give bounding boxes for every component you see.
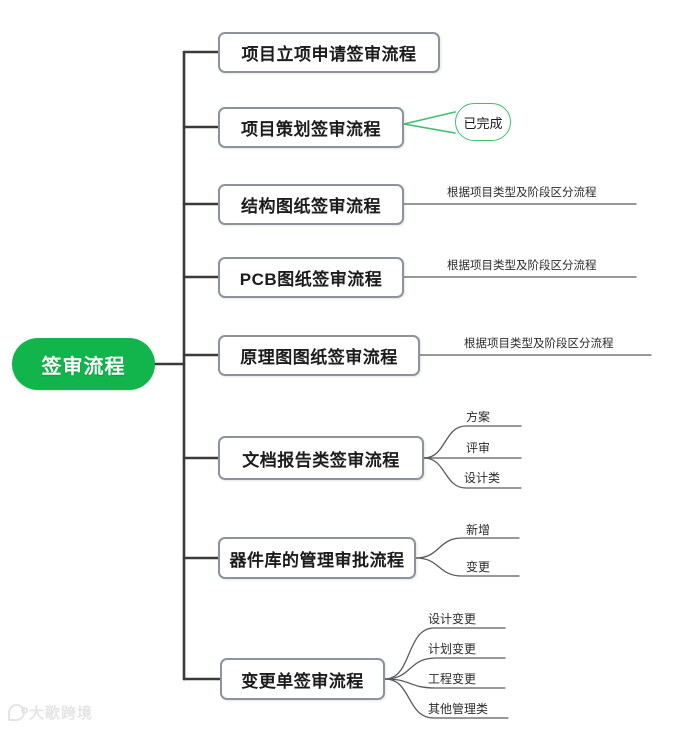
- callout-tail-line: [403, 111, 456, 134]
- subtopic-pcb-1[interactable]: 根据项目类型及阶段区分流程: [447, 260, 597, 272]
- chat-bubble-logo-icon: [8, 704, 28, 721]
- topic-node-3[interactable]: 结构图纸签审流程: [218, 184, 404, 225]
- topic-node-6-label: 文档报告类签审流程: [242, 450, 400, 470]
- subtopic-schematic-1[interactable]: 根据项目类型及阶段区分流程: [464, 338, 614, 350]
- topic-node-5[interactable]: 原理图图纸签审流程: [218, 335, 420, 376]
- watermark: 大歌跨境: [8, 702, 93, 723]
- topic-node-3-label: 结构图纸签审流程: [241, 197, 381, 216]
- subtopic-doc-3[interactable]: 设计类: [464, 471, 501, 485]
- subtopic-change-1[interactable]: 设计变更: [428, 612, 477, 626]
- topic-node-4-label: PCB图纸签审流程: [239, 270, 383, 289]
- topic-node-6[interactable]: 文档报告类签审流程: [218, 436, 424, 480]
- topic-node-4[interactable]: PCB图纸签审流程: [218, 257, 404, 298]
- topic-node-8[interactable]: 变更单签审流程: [220, 658, 385, 700]
- root-node-label: 签审流程: [41, 355, 126, 378]
- subtopic-change-2[interactable]: 计划变更: [428, 642, 477, 656]
- topic-node-5-label: 原理图图纸签审流程: [240, 348, 398, 367]
- watermark-label: 大歌跨境: [29, 705, 94, 722]
- subtopic-structure-1[interactable]: 根据项目类型及阶段区分流程: [447, 187, 597, 199]
- status-callout-completed[interactable]: 已完成: [455, 103, 511, 141]
- subtopic-change-4[interactable]: 其他管理类: [428, 702, 489, 716]
- topic-node-8-label: 变更单签审流程: [241, 671, 364, 691]
- topic-node-2-label: 项目策划签审流程: [241, 120, 381, 139]
- subline-lib-1: [415, 537, 520, 559]
- subtopic-doc-2[interactable]: 评审: [466, 441, 491, 455]
- topic-node-7[interactable]: 器件库的管理审批流程: [218, 537, 416, 579]
- topic-node-1-label: 项目立项申请签审流程: [241, 45, 417, 64]
- subtopic-lib-1[interactable]: 新增: [466, 523, 491, 537]
- subtopic-lib-2[interactable]: 变更: [466, 560, 491, 574]
- topic-node-7-label: 器件库的管理审批流程: [229, 550, 405, 570]
- topic-node-2[interactable]: 项目策划签审流程: [218, 107, 404, 148]
- root-node[interactable]: 签审流程: [12, 338, 155, 390]
- status-callout-label: 已完成: [463, 115, 503, 131]
- topic-node-1[interactable]: 项目立项申请签审流程: [218, 32, 440, 73]
- subtopic-doc-1[interactable]: 方案: [466, 410, 491, 424]
- subtopic-change-3[interactable]: 工程变更: [428, 672, 477, 686]
